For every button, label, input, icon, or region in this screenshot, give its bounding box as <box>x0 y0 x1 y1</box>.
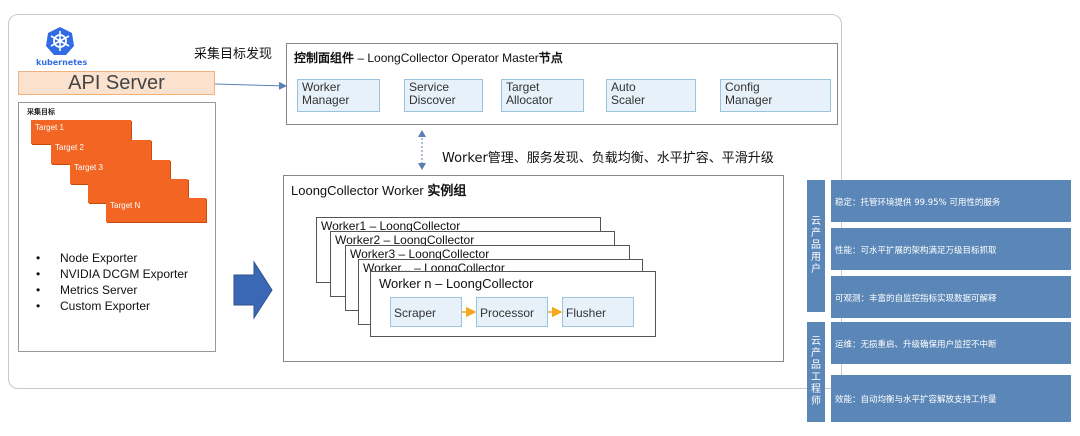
api-server-box: API Server <box>18 71 215 95</box>
component-line: Scaler <box>611 93 646 107</box>
master-title-suffix: 节点 <box>538 51 563 65</box>
vertical-char: 用 <box>811 252 821 263</box>
exporter-list: • Node Exporter • NVIDIA DCGM Exporter • Me… <box>36 250 211 314</box>
cloud-user-label: 云 产 品 用 户 <box>807 180 825 312</box>
component-line: Worker <box>302 80 341 94</box>
component-line: Auto <box>611 80 636 94</box>
kubernetes-label: kubernetes <box>36 58 88 67</box>
master-title-prefix: 控制面组件 <box>294 51 355 65</box>
exporter-label: Custom Exporter <box>60 299 151 313</box>
vertical-char: 户 <box>811 264 821 275</box>
feature-stability: 稳定：托管环境提供 99.95% 可用性的服务 <box>831 180 1071 222</box>
vertical-char: 品 <box>811 360 821 371</box>
list-item: • Custom Exporter <box>36 298 211 314</box>
master-title-mid: – LoongCollector Operator Master <box>354 51 539 65</box>
kubernetes-helm-icon <box>46 27 74 55</box>
vertical-char: 云 <box>811 216 821 227</box>
api-server-label: API Server <box>68 71 165 94</box>
master-title: 控制面组件 – LoongCollector Operator Master节点 <box>294 49 563 66</box>
exporter-label: NVIDIA DCGM Exporter <box>60 267 189 281</box>
scraper-stage: Scraper <box>390 297 462 327</box>
exporter-label: Metrics Server <box>60 283 138 297</box>
exporter-label: Node Exporter <box>60 251 138 265</box>
feature-operations: 运维：无损重启、升级确保用户监控不中断 <box>831 322 1071 364</box>
bullet: • <box>36 283 41 297</box>
vertical-char: 产 <box>811 228 821 239</box>
list-item: • Metrics Server <box>36 282 211 298</box>
vertical-char: 程 <box>811 384 821 395</box>
cloud-engineer-label: 云 产 品 工 程 师 <box>807 322 825 422</box>
feature-efficiency: 效能：自动均衡与水平扩容解放支持工作量 <box>831 375 1071 422</box>
component-line: Target <box>506 80 540 94</box>
list-item: • NVIDIA DCGM Exporter <box>36 266 211 282</box>
vertical-char: 品 <box>811 240 821 251</box>
component-line: Manager <box>302 93 350 107</box>
component-line: Manager <box>725 93 773 107</box>
flusher-stage: Flusher <box>562 297 634 327</box>
worker-group-title-text: LoongCollector Worker <box>291 183 428 198</box>
capabilities-label: Worker管理、服务发现、负载均衡、水平扩容、平滑升级 <box>442 151 774 166</box>
vertical-char: 工 <box>811 372 821 383</box>
vertical-char: 师 <box>811 396 821 407</box>
bullet: • <box>36 299 41 313</box>
worker-group-title: LoongCollector Worker 实例组 <box>291 180 466 199</box>
targets-title: 采集目标 <box>27 108 55 116</box>
target-card: Target N <box>106 198 206 222</box>
feature-performance: 性能：可水平扩展的架构满足万级目标抓取 <box>831 228 1071 270</box>
discover-label: 采集目标发现 <box>194 47 273 62</box>
worker-group-title-bold: 实例组 <box>427 184 467 199</box>
bullet: • <box>36 267 41 281</box>
vertical-char: 产 <box>811 348 821 359</box>
bullet: • <box>36 251 41 265</box>
processor-stage: Processor <box>476 297 548 327</box>
component-line: Config <box>725 80 760 94</box>
component-line: Service <box>409 80 450 94</box>
component-line: Allocator <box>506 93 553 107</box>
feature-observability: 可观测：丰富的自监控指标实现数据可解释 <box>831 276 1071 318</box>
component-line: Discover <box>409 93 456 107</box>
list-item: • Node Exporter <box>36 250 211 266</box>
vertical-char: 云 <box>811 336 821 347</box>
